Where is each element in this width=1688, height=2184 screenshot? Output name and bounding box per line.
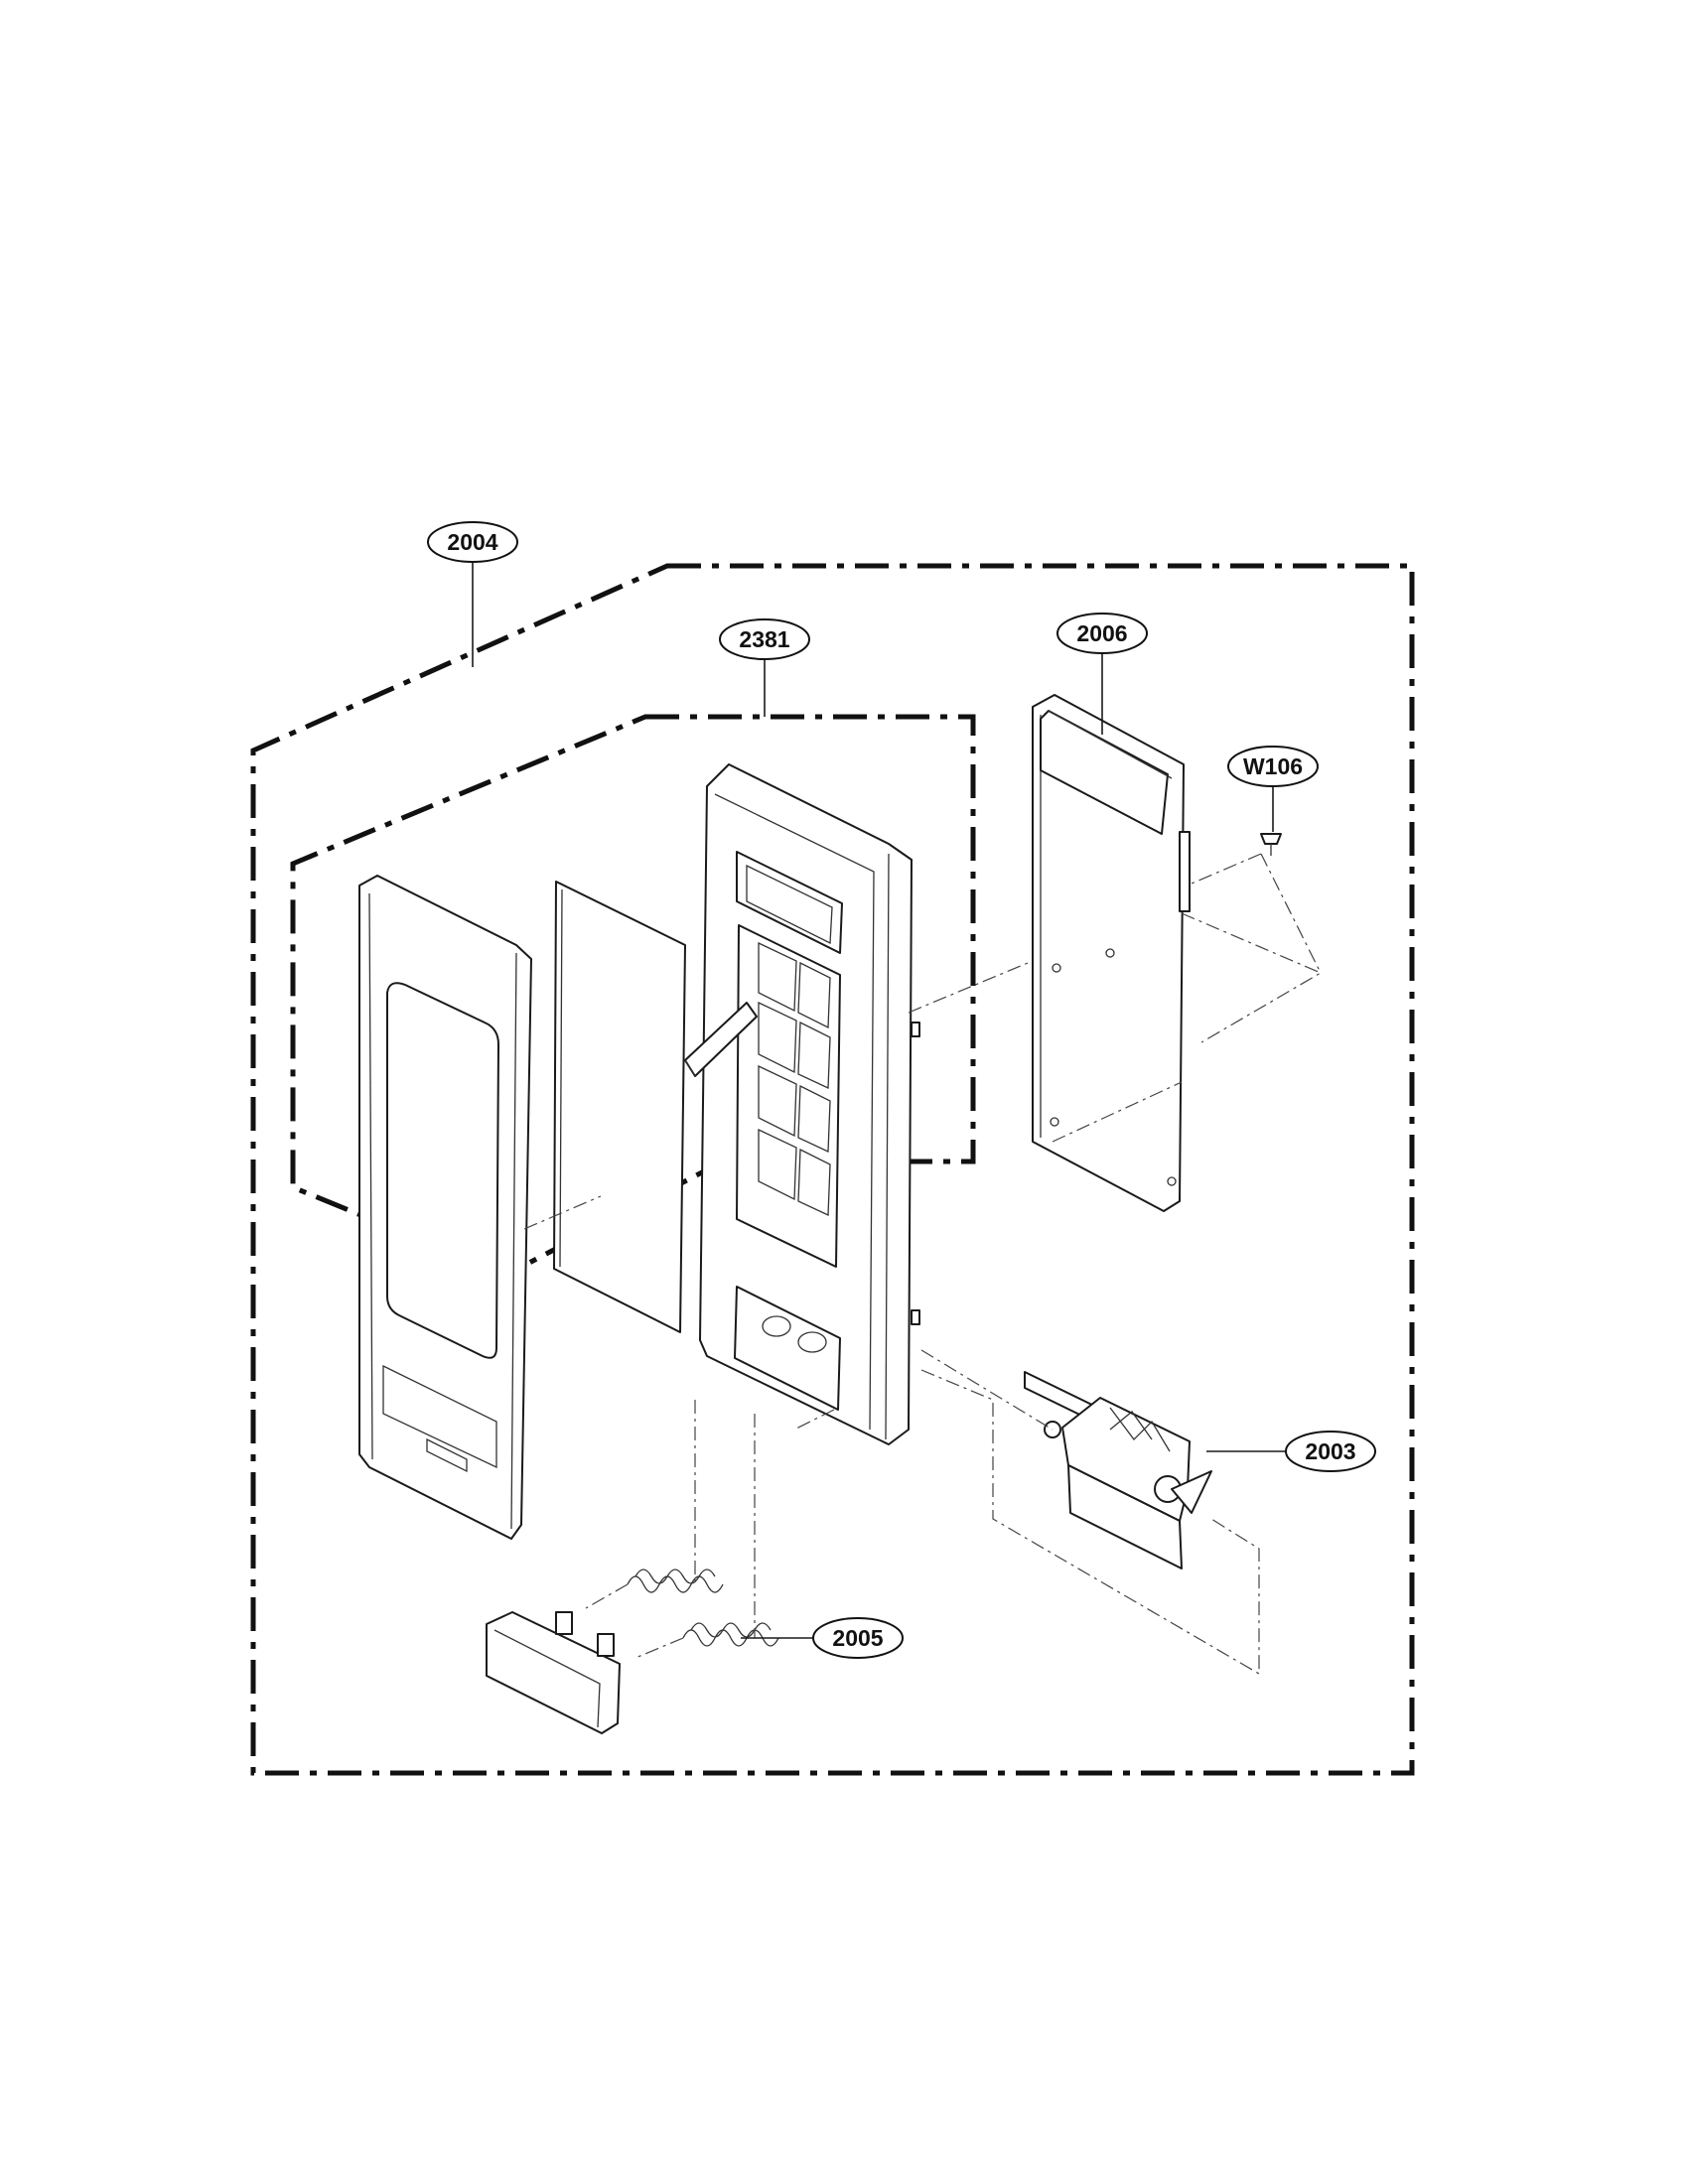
callout-2381-label: 2381 [739,626,789,652]
door-button-part [486,1611,621,1734]
leader-lines [472,562,1287,1639]
callout-W106: W106 [1227,746,1319,787]
pcb-part [1032,694,1191,1212]
callout-2004: 2004 [427,521,518,563]
callout-2006: 2006 [1056,613,1148,654]
door-assembly-boundary [250,563,1415,1776]
spring-part-lower [682,1622,779,1647]
callout-2005: 2005 [812,1617,904,1659]
alignment-lines [523,853,1323,1676]
callout-2006-label: 2006 [1076,620,1127,646]
callout-2003-label: 2003 [1305,1438,1355,1464]
control-frame-part [684,763,920,1445]
keypad-grid [736,924,841,1268]
latch-lever-part [1024,1371,1212,1570]
callout-2381: 2381 [719,618,810,660]
callout-2003: 2003 [1285,1431,1376,1472]
callout-2004-label: 2004 [447,529,497,555]
callout-W106-label: W106 [1243,753,1303,779]
spring-part-upper [627,1569,724,1593]
screw-part [1260,833,1282,856]
callout-2005-label: 2005 [832,1625,883,1651]
window-film-part [553,881,686,1333]
front-panel-part [358,875,532,1540]
